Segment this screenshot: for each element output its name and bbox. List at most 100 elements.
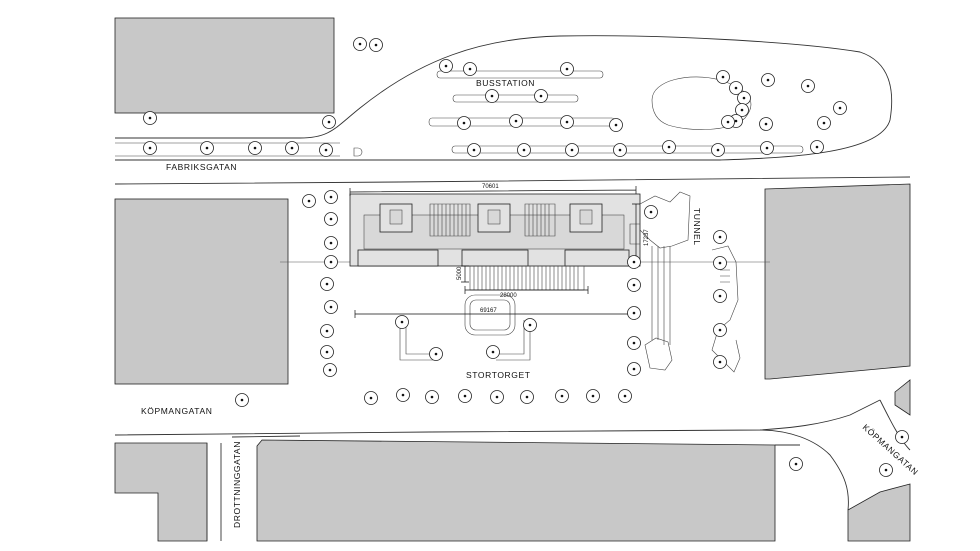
tree-trunk: [327, 120, 331, 124]
tree-trunk: [632, 341, 636, 345]
tree-trunk: [401, 393, 405, 397]
tree-trunk: [290, 146, 294, 150]
tree: [711, 143, 725, 157]
tree-trunk: [718, 235, 722, 239]
tree: [789, 457, 803, 471]
building-south-main: [256, 439, 776, 542]
tree-trunk: [565, 67, 569, 71]
tree-trunk: [472, 148, 476, 152]
tree-trunk: [240, 398, 244, 402]
tree: [523, 318, 537, 332]
tree-trunk: [794, 462, 798, 466]
tunnel-structure: [639, 191, 741, 373]
tree-trunk: [765, 146, 769, 150]
tree: [627, 255, 641, 269]
tree: [833, 101, 847, 115]
tree: [429, 347, 443, 361]
tree-trunk: [495, 395, 499, 399]
tree-trunk: [525, 395, 529, 399]
tree-trunk: [324, 148, 328, 152]
tree-trunk: [325, 350, 329, 354]
tree: [713, 323, 727, 337]
tree: [613, 143, 627, 157]
tree: [324, 236, 338, 250]
tree: [716, 70, 730, 84]
tree: [353, 37, 367, 51]
tree: [509, 114, 523, 128]
tree: [713, 355, 727, 369]
building-east-small: [894, 379, 911, 416]
tree-trunk: [884, 468, 888, 472]
tree: [662, 140, 676, 154]
tree: [627, 336, 641, 350]
tree: [457, 116, 471, 130]
tree-trunk: [514, 119, 518, 123]
tree: [285, 141, 299, 155]
tree: [486, 345, 500, 359]
tree-trunk: [205, 146, 209, 150]
label-busstation: BUSSTATION: [476, 78, 535, 88]
dim-width-plaza: 69167: [480, 308, 497, 314]
tree: [320, 324, 334, 338]
tree-trunk: [726, 120, 730, 124]
label-kopmangatan-left: KÖPMANGATAN: [141, 406, 212, 416]
plaza-paths: [399, 294, 531, 361]
tree: [324, 300, 338, 314]
tree-trunk: [718, 294, 722, 298]
tree: [761, 73, 775, 87]
tree-trunk: [148, 116, 152, 120]
tree: [586, 389, 600, 403]
tree-trunk: [522, 148, 526, 152]
tree: [458, 389, 472, 403]
trees: [143, 37, 909, 477]
tree: [879, 463, 893, 477]
tree: [735, 103, 749, 117]
tree: [627, 306, 641, 320]
tree-trunk: [325, 282, 329, 286]
tree: [463, 62, 477, 76]
tree-trunk: [632, 260, 636, 264]
tree-trunk: [468, 67, 472, 71]
label-fabriksgatan: FABRIKSGATAN: [166, 162, 237, 172]
tree-trunk: [667, 145, 671, 149]
tree-trunk: [329, 195, 333, 199]
tree: [364, 391, 378, 405]
tree: [713, 230, 727, 244]
tree-trunk: [539, 94, 543, 98]
tree-trunk: [649, 210, 653, 214]
tree: [467, 143, 481, 157]
tree-trunk: [740, 108, 744, 112]
tree: [560, 115, 574, 129]
tree: [737, 91, 751, 105]
tree-trunk: [718, 261, 722, 265]
tree: [322, 115, 336, 129]
tree: [235, 393, 249, 407]
tree: [644, 205, 658, 219]
tree-trunk: [490, 94, 494, 98]
building-southwest: [114, 442, 208, 542]
tree: [143, 111, 157, 125]
existing-buildings: [114, 17, 911, 542]
tree: [319, 143, 333, 157]
road-lines: [114, 35, 911, 541]
tree-trunk: [570, 148, 574, 152]
tree: [324, 255, 338, 269]
tree-trunk: [253, 146, 257, 150]
tree-trunk: [900, 435, 904, 439]
tree: [729, 81, 743, 95]
dimension-texts: 70601 17237 5000 28000 69167: [457, 184, 650, 314]
tree-trunk: [766, 78, 770, 82]
tree-trunk: [632, 367, 636, 371]
tree-trunk: [614, 123, 618, 127]
tree-trunk: [734, 86, 738, 90]
tree-trunk: [329, 241, 333, 245]
tree-trunk: [632, 311, 636, 315]
tree: [425, 390, 439, 404]
tree-trunk: [444, 64, 448, 68]
building-west: [114, 198, 289, 385]
tree: [627, 362, 641, 376]
tree: [302, 194, 316, 208]
tree-trunk: [632, 283, 636, 287]
tree: [760, 141, 774, 155]
